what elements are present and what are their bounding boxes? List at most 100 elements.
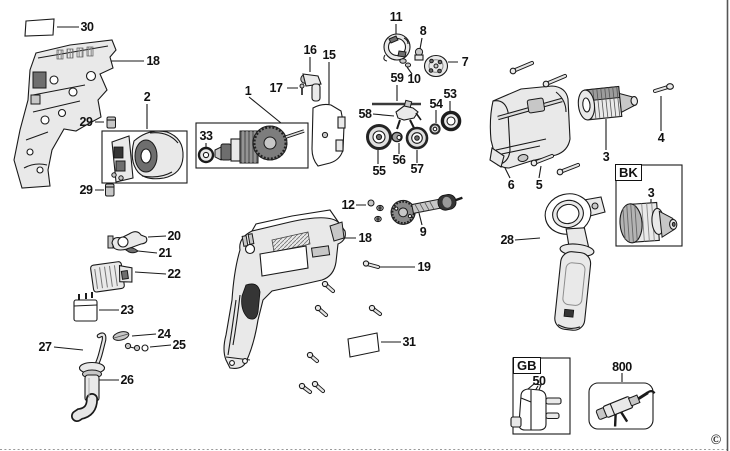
drawing-part-20-lever: [107, 231, 148, 251]
part-label-5: 5: [535, 177, 543, 192]
drawing-part-1-armature: [214, 125, 305, 164]
part-label-56: 56: [392, 152, 406, 167]
part-label-29-bottom: 29: [79, 182, 93, 197]
part-label-4: 4: [657, 130, 665, 145]
part-label-54: 54: [429, 96, 443, 111]
part-label-1: 1: [244, 83, 252, 98]
drawing-screws: [298, 61, 580, 394]
drawing-part-24-pin: [112, 331, 130, 341]
part-label-18-left-housing: 18: [146, 53, 160, 68]
drawing-part-10-parts: [399, 58, 412, 68]
part-label-12: 12: [341, 197, 355, 212]
part-label-28: 28: [500, 232, 514, 247]
part-label-6: 6: [507, 177, 515, 192]
drawing-part-11-baffle: [383, 33, 411, 62]
drawing-part-57-gear: [405, 126, 429, 150]
inset-box-bk: [615, 164, 683, 247]
part-label-59: 59: [390, 70, 404, 85]
inset-tag-bk: BK: [615, 164, 642, 181]
part-label-29-top: 29: [79, 114, 93, 129]
part-label-10: 10: [407, 71, 421, 86]
drawing-part-22-selector: [90, 261, 133, 293]
part-label-58: 58: [358, 106, 372, 121]
drawing-part-53-bearing: [440, 110, 462, 132]
part-label-55: 55: [372, 163, 386, 178]
part-label-31: 31: [402, 334, 416, 349]
part-label-23: 23: [120, 302, 134, 317]
part-label-22: 22: [167, 266, 181, 281]
part-label-53: 53: [443, 86, 457, 101]
drawing-part-21-clip: [125, 247, 139, 254]
screw: [542, 74, 567, 88]
part-label-2: 2: [143, 89, 151, 104]
drawing-part-8-pinion: [414, 47, 424, 61]
screw: [368, 304, 382, 316]
drawing-part-15-switch: [311, 103, 346, 167]
part-label-24: 24: [157, 326, 171, 341]
drawing-part-7-fan: [423, 54, 449, 78]
screw: [298, 382, 312, 394]
drawing-part-26-tube: [71, 361, 106, 422]
drawing-part-19-screw: [362, 260, 380, 269]
screw: [321, 280, 335, 293]
part-label-33: 33: [199, 128, 213, 143]
part-label-26: 26: [120, 372, 134, 387]
part-label-30: 30: [80, 19, 94, 34]
drawing-part-23-block: [73, 292, 98, 322]
drawing-part-800-accessory: [595, 390, 656, 427]
part-label-11: 11: [389, 9, 403, 24]
part-label-50: 50: [532, 373, 546, 388]
part-label-18-main-housing: 18: [358, 230, 372, 245]
drawing-part-30: [24, 18, 55, 37]
drawing-part-6-gear-housing: [489, 85, 571, 169]
drawing-part-31-label: [347, 332, 380, 358]
part-label-57: 57: [410, 161, 424, 176]
inset-tag-gb: GB: [513, 357, 541, 374]
drawing-part-58-holder: [395, 99, 422, 130]
screw: [314, 304, 328, 317]
part-label-19: 19: [417, 259, 431, 274]
part-label-9: 9: [419, 224, 427, 239]
part-label-800: 800: [612, 359, 632, 374]
screw: [556, 163, 580, 176]
part-label-20: 20: [167, 228, 181, 243]
drawing-part-27-rod: [93, 332, 107, 369]
part-label-8: 8: [419, 23, 427, 38]
drawing-part-25-fasteners: [124, 342, 149, 352]
drawing-part-50-plug: [510, 383, 562, 431]
part-label-3-chuck: 3: [602, 149, 610, 164]
drawing-part-16-lever: [300, 73, 322, 102]
drawing-part-17-screw: [299, 83, 305, 95]
drawing-part-12-hardware: [367, 199, 384, 223]
drawing-part-56-bearing: [391, 131, 403, 143]
drawing-part-4-screw: [653, 83, 674, 93]
drawing-part-29-brush-bottom: [105, 183, 115, 197]
part-label-17: 17: [269, 80, 283, 95]
drawing-part-3-keyed-chuck: [619, 201, 678, 244]
part-label-25: 25: [172, 337, 186, 352]
copyright-mark: ©: [710, 433, 722, 448]
part-label-21: 21: [158, 245, 172, 260]
screw-part-5: [530, 154, 554, 167]
inset-box-800: [588, 382, 654, 430]
box-part-1: [195, 122, 309, 169]
drawing-part-55-gear: [366, 124, 392, 150]
drawing-part-18-main-housing: [223, 209, 346, 369]
part-label-16: 16: [303, 42, 317, 57]
inset-box-gb: [512, 357, 571, 435]
drawing-part-33-washer: [197, 146, 215, 164]
drawing-part-29-brush-top: [106, 116, 116, 129]
drawing-part-28-side-handle: [544, 193, 606, 331]
screw: [306, 351, 319, 363]
part-label-7: 7: [461, 54, 469, 69]
screw: [311, 380, 325, 393]
part-label-27: 27: [38, 339, 52, 354]
part-label-15: 15: [322, 47, 336, 62]
part-label-3-keyed-chuck: 3: [647, 185, 655, 200]
leader-lines: [53, 24, 662, 392]
screw: [509, 61, 534, 75]
drawing-part-54-ring: [429, 123, 441, 135]
drawing-part-18-left-housing: [13, 39, 117, 189]
